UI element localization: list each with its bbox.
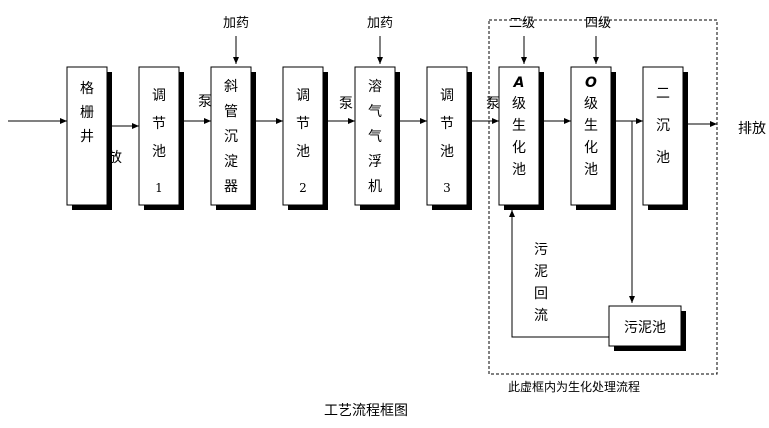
tank3-number: 3 (443, 181, 451, 195)
o-stage-letter: O (585, 75, 597, 91)
biochemical-boundary (488, 19, 718, 375)
settler-char-2: 管 (224, 104, 238, 120)
sludge-return-char-3: 回 (534, 286, 548, 302)
secondary-char-2: 沉 (656, 118, 670, 134)
flotation-char-1: 溶 (368, 79, 382, 95)
tank2-char-2: 节 (296, 116, 310, 132)
o-stage-char-1: 级 (584, 96, 598, 112)
grid-well-char-1: 格 (80, 81, 94, 97)
flotation-char-2: 气 (368, 104, 382, 120)
tank1-char-2: 节 (152, 116, 166, 132)
o-stage-char-3: 化 (584, 140, 598, 156)
settler-char-4: 淀 (224, 154, 238, 170)
level-label-4: 四级 (585, 16, 611, 31)
a-stage-char-2: 生 (512, 118, 526, 134)
pump-label-2: 泵 (339, 96, 353, 112)
o-stage-char-2: 生 (584, 118, 598, 134)
settler-char-1: 斜 (224, 79, 238, 95)
box-tank-2: 调 节 池 2 (282, 66, 328, 210)
box-settler: 斜 管 沉 淀 器 (210, 66, 256, 210)
grid-well-char-2: 栅 (80, 105, 94, 121)
dose-label-2: 加药 (367, 16, 393, 31)
flotation-char-5: 机 (368, 179, 382, 195)
tank3-char-1: 调 (440, 88, 454, 104)
pump-label-1: 泵 (198, 94, 212, 110)
sludge-return-char-2: 泥 (534, 264, 548, 280)
box-tank-3: 调 节 池 3 (426, 66, 472, 210)
a-stage-char-3: 化 (512, 140, 526, 156)
box-a-stage: A 级 生 化 池 (498, 66, 544, 210)
secondary-char-3: 池 (656, 150, 670, 166)
a-stage-char-4: 池 (512, 162, 526, 178)
tank2-char-1: 调 (296, 88, 310, 104)
drain-label: 放 (108, 150, 122, 166)
tank3-char-3: 池 (440, 144, 454, 160)
tank3-char-2: 节 (440, 116, 454, 132)
grid-well-char-3: 井 (80, 129, 94, 145)
flotation-char-4: 浮 (368, 154, 382, 170)
tank1-char-3: 池 (152, 144, 166, 160)
box-grid-well: 格 栅 井 (66, 66, 112, 210)
box-sludge-tank: 污泥池 (608, 305, 686, 351)
box-o-stage: O 级 生 化 池 (570, 66, 616, 210)
a-stage-char-1: 级 (512, 96, 526, 112)
flotation-char-3: 气 (368, 129, 382, 145)
tank1-char-1: 调 (152, 88, 166, 104)
sludge-return-char-4: 流 (534, 308, 548, 324)
pump-label-3: 泵 (486, 96, 500, 112)
dose-label-1: 加药 (223, 16, 249, 31)
diagram-title: 工艺流程框图 (324, 403, 408, 419)
discharge-label: 排放 (738, 121, 766, 137)
o-stage-char-4: 池 (584, 162, 598, 178)
sludge-tank-label: 污泥池 (624, 320, 666, 336)
sludge-return-char-1: 污 (534, 242, 548, 258)
secondary-char-1: 二 (656, 86, 670, 102)
a-stage-letter: A (513, 75, 525, 91)
level-label-2: 二级 (509, 16, 535, 31)
tank1-number: 1 (155, 181, 163, 195)
tank2-char-3: 池 (296, 144, 310, 160)
settler-char-3: 沉 (224, 129, 238, 145)
tank2-number: 2 (299, 181, 307, 195)
box-tank-1: 调 节 池 1 (138, 66, 184, 210)
boundary-note: 此虚框内为生化处理流程 (508, 379, 640, 394)
sludge-return-line (509, 210, 609, 338)
settler-char-5: 器 (224, 179, 238, 195)
box-secondary-settler: 二 沉 池 (642, 66, 688, 210)
box-flotation: 溶 气 气 浮 机 (354, 66, 400, 210)
